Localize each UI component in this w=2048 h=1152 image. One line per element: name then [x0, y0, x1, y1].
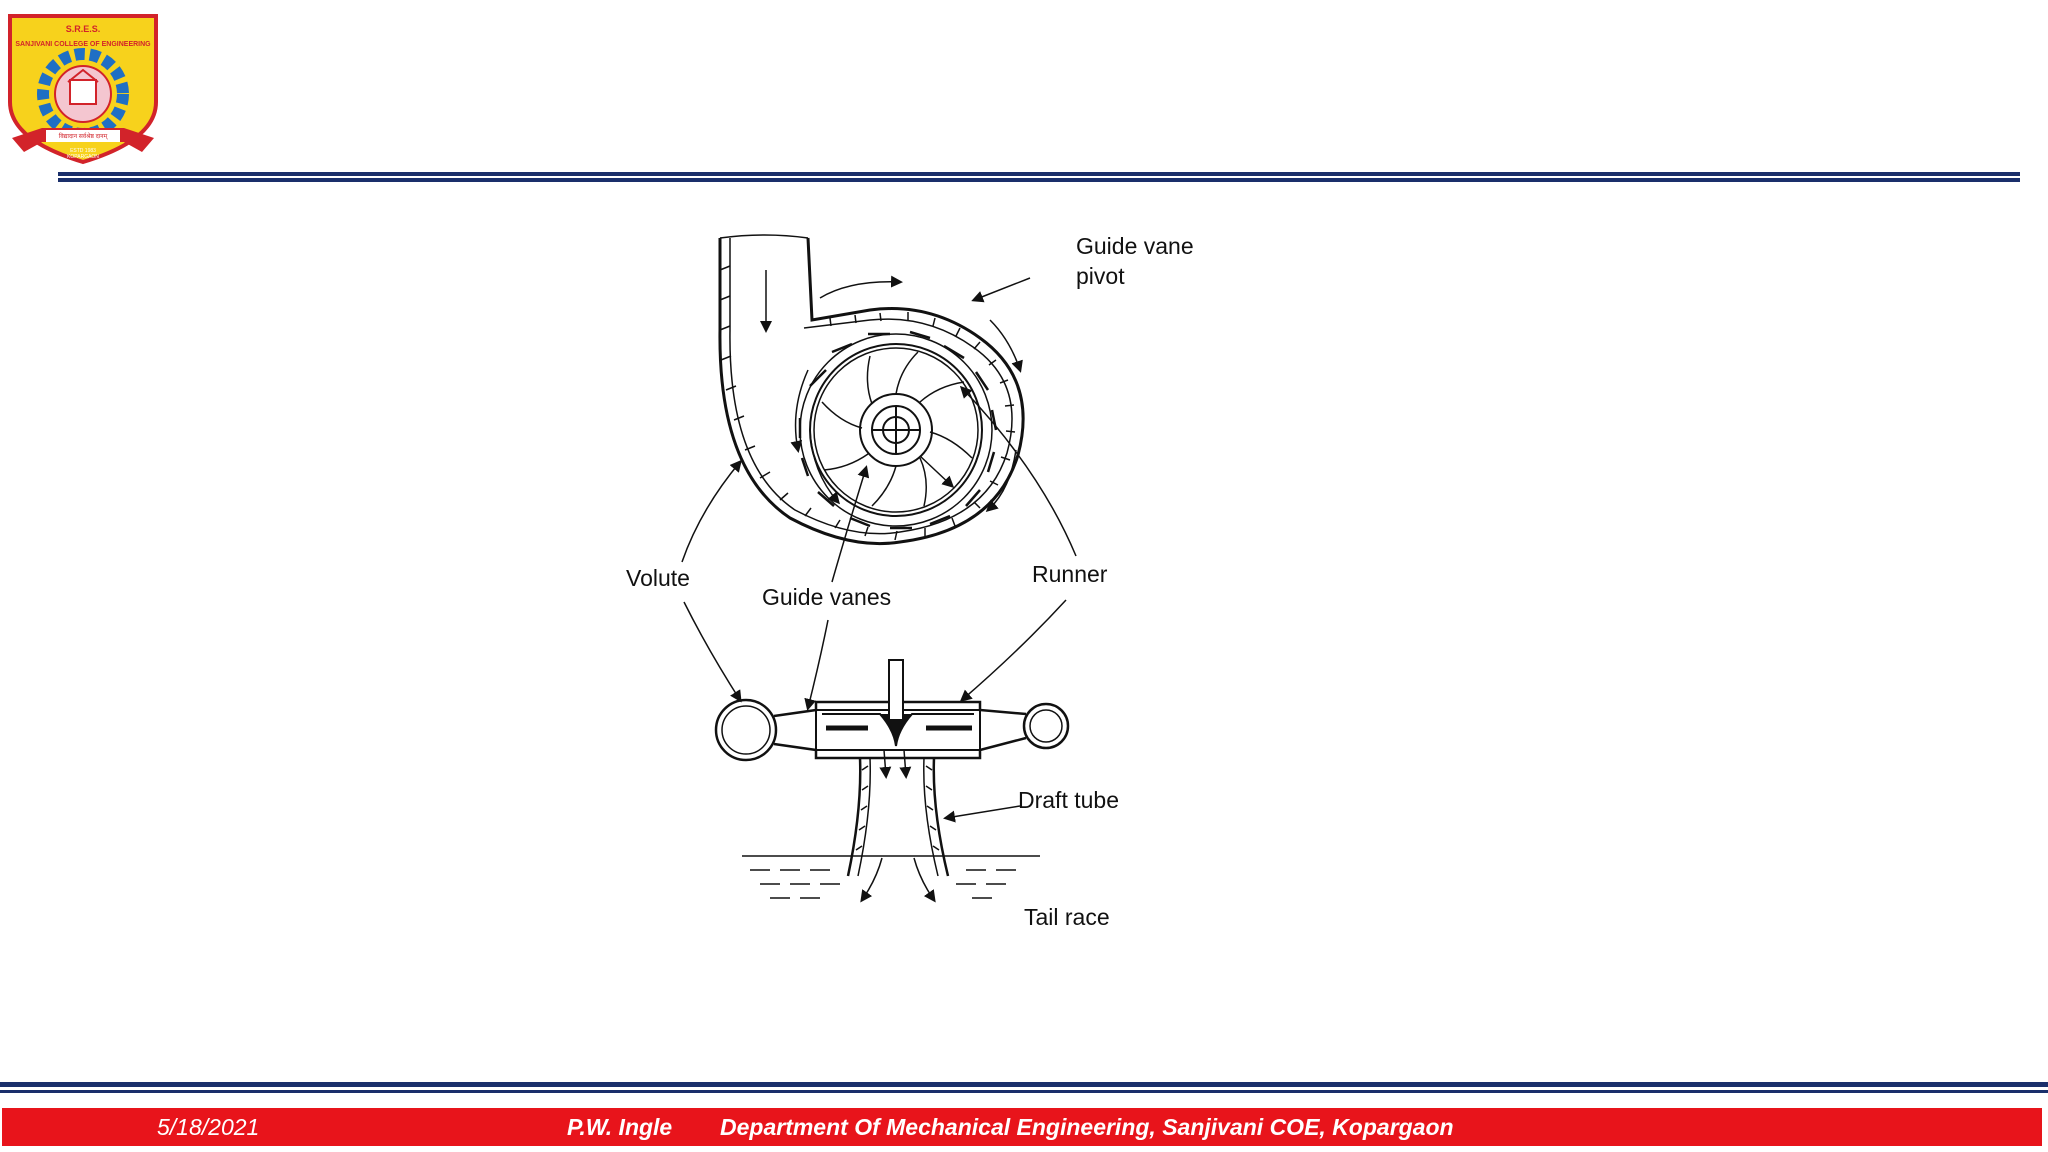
footer-divider: [0, 1082, 2048, 1093]
label-guide-vanes: Guide vanes: [762, 584, 891, 610]
label-runner: Runner: [1032, 561, 1108, 587]
crest-icon: S.R.E.S. SANJIVANI COLLEGE OF ENGINEERIN…: [8, 14, 158, 165]
footer-author: P.W. Ingle: [567, 1114, 673, 1140]
label-guide-vane-pivot-line1: Guide vane: [1076, 233, 1194, 259]
college-logo: S.R.E.S. SANJIVANI COLLEGE OF ENGINEERIN…: [2, 10, 164, 168]
header-divider: [58, 172, 2020, 182]
label-leader-lines: [681, 277, 1077, 823]
flow-arrows-top-view: [760, 270, 1023, 513]
logo-text-name: SANJIVANI COLLEGE OF ENGINEERING: [15, 41, 151, 48]
label-guide-vane-pivot-line2: pivot: [1076, 263, 1125, 289]
label-tail-race: Tail race: [1024, 904, 1110, 930]
francis-turbine-diagram: Guide vane pivot Volute Guide vanes Runn…: [600, 210, 1300, 970]
label-volute: Volute: [626, 565, 690, 591]
turbine-side-view: [714, 659, 1070, 903]
label-draft-tube: Draft tube: [1018, 787, 1119, 813]
footer-department: Department Of Mechanical Engineering, Sa…: [720, 1114, 1454, 1140]
logo-text-top: S.R.E.S.: [66, 24, 101, 34]
logo-text-place: KOPARGAON: [67, 154, 99, 160]
footer-bar: 5/18/2021 P.W. Ingle Department Of Mecha…: [2, 1108, 2042, 1146]
logo-text-motto: विद्यादान सर्वश्रेष्ठ दानम्: [59, 132, 108, 140]
footer-date: 5/18/2021: [157, 1114, 260, 1140]
logo-text-year: ESTD 1983: [70, 148, 96, 154]
